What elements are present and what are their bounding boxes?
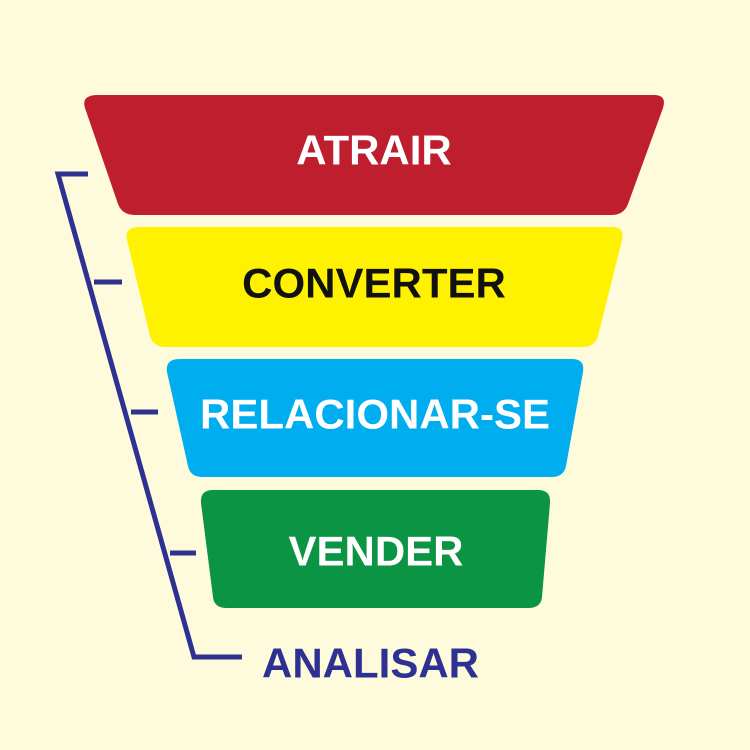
funnel-stage-relacionar-se: RELACIONAR-SE [166,359,584,477]
funnel-stage-shape-converter [126,227,623,347]
analysis-bracket-line [54,171,242,660]
funnel-stage-vender: VENDER [200,490,551,608]
funnel-stage-converter: CONVERTER [126,227,623,347]
funnel-stage-shape-relacionar-se [166,359,584,477]
analysis-label: ANALISAR [262,640,479,687]
funnel-stage-shape-atrair [84,95,664,215]
funnel-stage-atrair: ATRAIR [84,95,664,215]
funnel-stage-shape-vender [200,490,551,608]
analysis-bracket [54,171,242,660]
funnel-stage-label-vender: VENDER [288,528,463,575]
funnel-stage-label-converter: CONVERTER [242,260,506,307]
funnel-stage-label-relacionar-se: RELACIONAR-SE [200,391,550,438]
funnel-stage-label-atrair: ATRAIR [296,127,452,174]
